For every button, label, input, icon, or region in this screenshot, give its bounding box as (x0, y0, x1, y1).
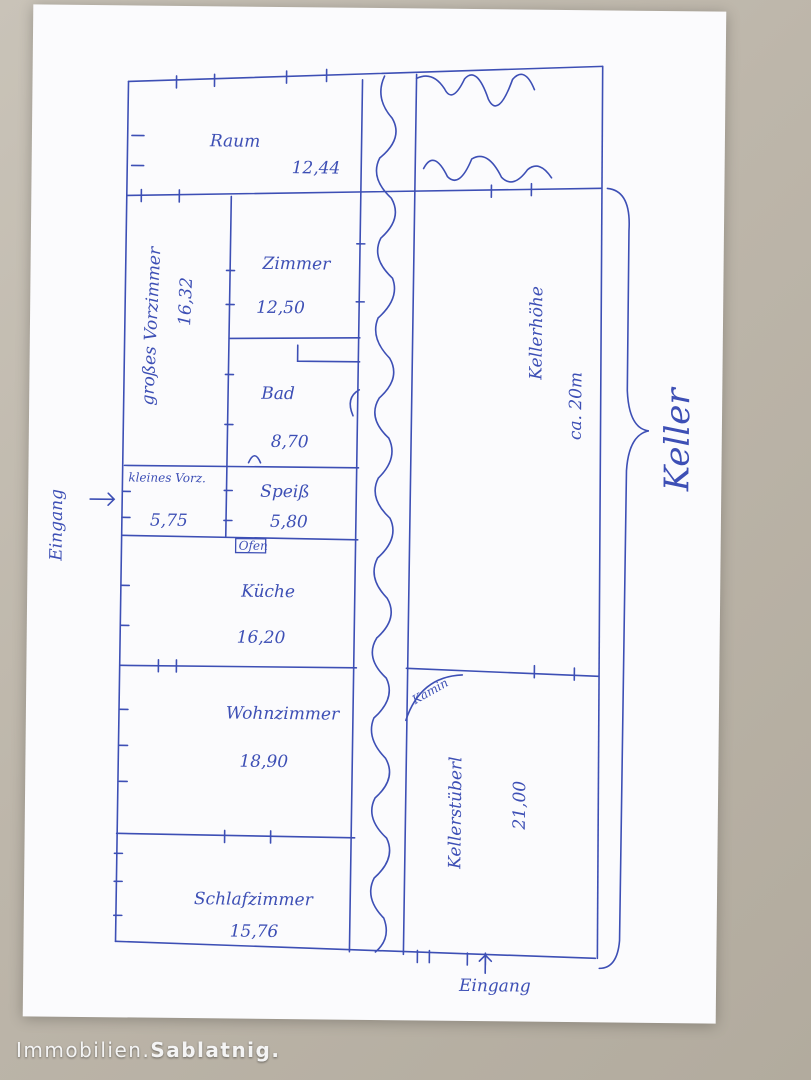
bad-door (296, 344, 361, 363)
kueche-area: 16,20 (237, 628, 286, 649)
wall-keller-split (405, 667, 600, 678)
scribble-top (415, 73, 536, 107)
keller-brace (598, 187, 650, 970)
watermark-part1: Immobilien. (16, 1038, 151, 1062)
wohnzimmer-area: 18,90 (239, 752, 288, 773)
eingang-arrow-bottom (478, 954, 493, 974)
grosses-vorzimmer-name: großes Vorzimmer (138, 246, 165, 406)
kamin-label: Kamin (409, 676, 451, 708)
bad-arch (247, 454, 262, 464)
speiss-area: 5,80 (270, 512, 308, 532)
kleines-vorzimmer-area: 5,75 (150, 511, 188, 531)
keller-label: Keller (657, 386, 698, 492)
wall-top (127, 65, 604, 83)
eingang-arrow-side (89, 492, 116, 507)
eingang-bottom-label: Eingang (458, 976, 531, 997)
kellerhoehe-area: ca. 20m (566, 372, 587, 440)
wall-inner-left (348, 79, 364, 953)
schlafzimmer-area: 15,76 (230, 922, 279, 943)
floor-plan-sketch: Ofen Kamin Raum 12,44 Zimmer 12,50 große… (46, 65, 698, 997)
wall-bad-bottom (123, 464, 360, 469)
kueche-name: Küche (240, 582, 295, 603)
wall-zimmer-bottom (229, 337, 361, 340)
raum-name: Raum (209, 131, 261, 152)
kamin-arc (405, 674, 464, 722)
wall-raum-bottom (126, 187, 603, 197)
kellerhoehe-name: Kellerhöhe (526, 286, 547, 381)
bad-area: 8,70 (271, 432, 309, 452)
wohnzimmer-name: Wohnzimmer (226, 703, 340, 724)
wall-wohn-bottom (115, 832, 356, 839)
wall-kueche-bottom (119, 664, 358, 669)
kleines-vorzimmer-name: kleines Vorz. (128, 470, 206, 485)
wall-speiss-bottom (120, 534, 359, 541)
ofen-box (234, 537, 267, 554)
watermark: Immobilien.Sablatnig. (16, 1038, 280, 1062)
wall-bottom (114, 940, 597, 960)
wall-corridor-right (402, 73, 418, 956)
watermark-part2: Sablatnig. (150, 1038, 281, 1062)
bad-arc (349, 389, 361, 417)
wall-left (114, 80, 130, 943)
wall-right (596, 65, 604, 960)
eingang-side-label: Eingang (46, 489, 67, 562)
scribble-mid (422, 155, 553, 183)
kellerstuebel-area: 21,00 (510, 781, 531, 831)
corridor-squiggle (369, 75, 397, 953)
speiss-name: Speiß (260, 482, 310, 503)
bad-name: Bad (260, 384, 295, 404)
raum-area: 12,44 (292, 158, 341, 179)
zimmer-name: Zimmer (262, 254, 332, 275)
schlafzimmer-name: Schlafzimmer (194, 889, 314, 910)
grosses-vorzimmer-area: 16,32 (175, 277, 197, 327)
paper-sheet: Ofen Kamin Raum 12,44 Zimmer 12,50 große… (22, 4, 727, 1024)
ofen-label: Ofen (239, 539, 268, 553)
window-ticks (112, 68, 576, 966)
zimmer-area: 12,50 (256, 298, 305, 319)
wall-zimmer-left (224, 195, 233, 538)
kellerstuebel-name: Kellerstüberl (445, 756, 466, 870)
